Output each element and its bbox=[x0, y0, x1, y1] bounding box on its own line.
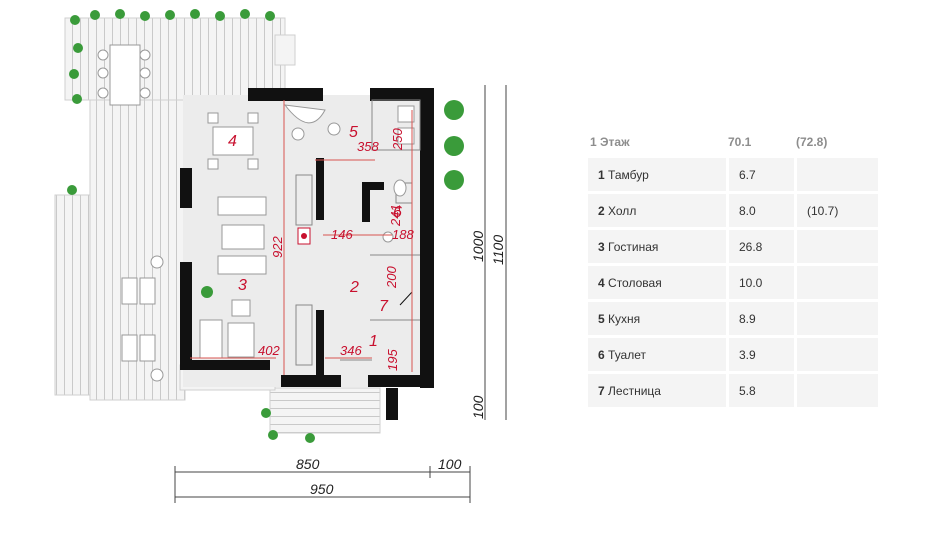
room-num: 6 bbox=[598, 347, 605, 362]
room-area-table: 1 Этаж 70.1 (72.8) 1 Тамбур 6.7 2 Холл 8… bbox=[588, 128, 878, 410]
room-number-2: 2 bbox=[349, 279, 359, 296]
dim-1100: 1100 bbox=[490, 235, 506, 265]
room-num: 7 bbox=[598, 383, 605, 398]
room-number-3: 3 bbox=[238, 277, 247, 294]
room-name: Лестница bbox=[608, 383, 661, 398]
dim-200: 200 bbox=[384, 266, 399, 289]
room-area-alt: (10.7) bbox=[794, 194, 878, 227]
room-number-6: 6 bbox=[393, 204, 402, 221]
dim-100-vertical: 100 bbox=[470, 395, 486, 419]
dim-188: 188 bbox=[392, 227, 414, 242]
floor-summary-row: 1 Этаж 70.1 (72.8) bbox=[588, 131, 878, 155]
dimension-lines-outer bbox=[174, 85, 507, 503]
fireplace-icon bbox=[297, 227, 311, 245]
dim-850: 850 bbox=[296, 456, 320, 472]
room-num: 4 bbox=[598, 275, 605, 290]
room-area: 8.0 bbox=[726, 194, 794, 227]
room-area: 6.7 bbox=[726, 158, 794, 191]
dim-950: 950 bbox=[310, 481, 334, 497]
sofa-set bbox=[199, 196, 267, 359]
room-area-alt bbox=[794, 230, 878, 263]
room-num: 5 bbox=[598, 311, 605, 326]
table-row: 7 Лестница 5.8 bbox=[588, 374, 878, 407]
dim-146: 146 bbox=[331, 227, 353, 242]
table-row: 5 Кухня 8.9 bbox=[588, 302, 878, 335]
room-name: Гостиная bbox=[608, 239, 659, 254]
walls bbox=[180, 88, 434, 420]
room-name: Кухня bbox=[608, 311, 641, 326]
dining-table bbox=[207, 112, 259, 170]
floor-label: 1 Этаж bbox=[590, 135, 630, 149]
dim-195: 195 bbox=[385, 349, 400, 371]
kitchen-furniture bbox=[283, 104, 415, 145]
room-num: 3 bbox=[598, 239, 605, 254]
toilet-icon bbox=[382, 179, 407, 243]
room-area-alt bbox=[794, 338, 878, 371]
dim-402: 402 bbox=[258, 343, 280, 358]
room-number-1: 1 bbox=[369, 333, 378, 350]
dim-358: 358 bbox=[357, 139, 379, 154]
room-num: 1 bbox=[598, 167, 605, 182]
table-row: 6 Туалет 3.9 bbox=[588, 338, 878, 371]
room-number-7: 7 bbox=[379, 298, 389, 315]
sun-loungers bbox=[121, 255, 164, 382]
room-name: Тамбур bbox=[608, 167, 649, 182]
dimension-lines-red bbox=[190, 100, 413, 375]
room-area-alt bbox=[794, 158, 878, 191]
dim-100-horizontal: 100 bbox=[438, 456, 462, 472]
dim-346: 346 bbox=[340, 343, 362, 358]
room-name: Туалет bbox=[608, 347, 646, 362]
table-row: 4 Столовая 10.0 bbox=[588, 266, 878, 299]
room-name: Холл bbox=[608, 203, 637, 218]
table-row: 1 Тамбур 6.7 bbox=[588, 158, 878, 191]
dim-1000: 1000 bbox=[470, 231, 486, 262]
table-row: 3 Гостиная 26.8 bbox=[588, 230, 878, 263]
room-number-5: 5 bbox=[349, 124, 358, 141]
floor-total-alt: (72.8) bbox=[796, 135, 828, 149]
room-area: 3.9 bbox=[726, 338, 794, 371]
room-area: 26.8 bbox=[726, 230, 794, 263]
dim-922: 922 bbox=[270, 236, 285, 258]
room-area: 10.0 bbox=[726, 266, 794, 299]
room-name: Столовая bbox=[608, 275, 662, 290]
dim-250: 250 bbox=[390, 128, 405, 151]
room-area-alt bbox=[794, 302, 878, 335]
outdoor-dining-table bbox=[97, 44, 151, 106]
room-area: 5.8 bbox=[726, 374, 794, 407]
room-area: 8.9 bbox=[726, 302, 794, 335]
dim-241: 241 bbox=[388, 204, 403, 227]
plants bbox=[67, 9, 464, 443]
floor-total: 70.1 bbox=[728, 135, 752, 149]
room-number-4: 4 bbox=[228, 133, 237, 150]
table-row: 2 Холл 8.0 (10.7) bbox=[588, 194, 878, 227]
room-num: 2 bbox=[598, 203, 605, 218]
room-area-alt bbox=[794, 374, 878, 407]
floor-plan: 4 5 6 3 2 7 1 358 250 922 146 241 188 20… bbox=[54, 9, 507, 503]
room-area-alt bbox=[794, 266, 878, 299]
